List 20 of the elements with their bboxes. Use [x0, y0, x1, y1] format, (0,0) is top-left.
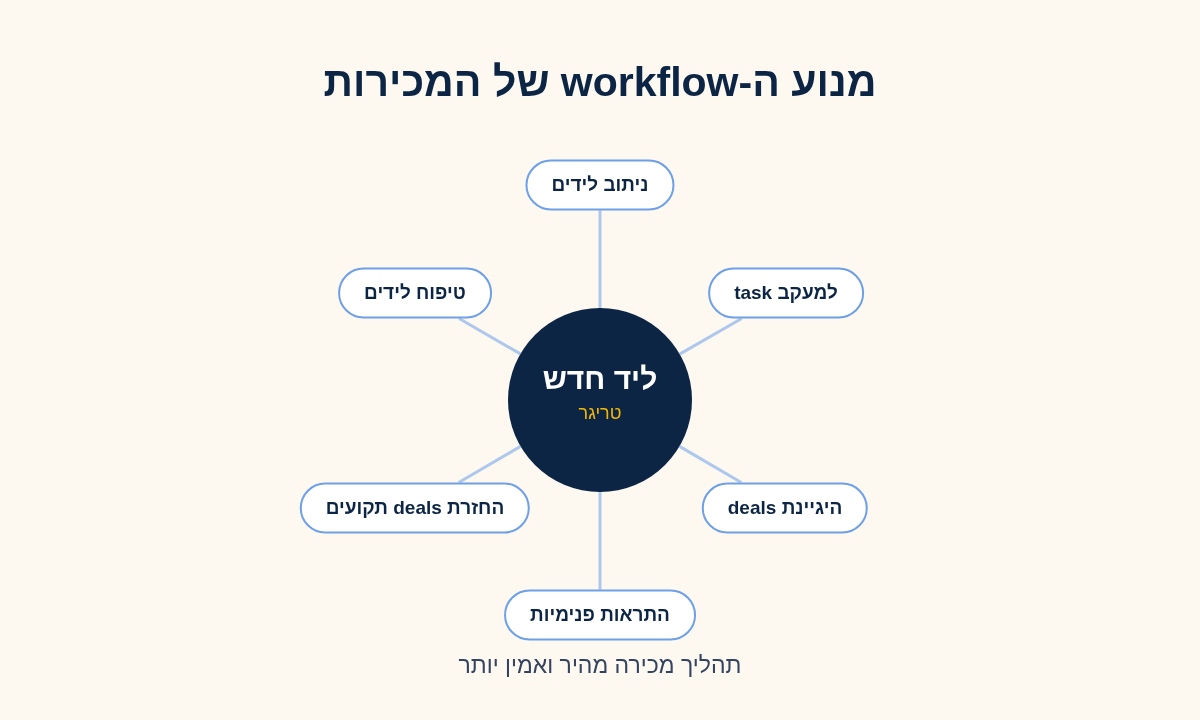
pill-label: למעקב task [734, 281, 838, 305]
connector-line [598, 492, 602, 590]
connector-line [678, 445, 743, 484]
connector-line [678, 317, 743, 356]
pill-label: טיפוח לידים [364, 281, 466, 305]
pill-label: ניתוב לידים [551, 173, 649, 197]
node-title: ליד חדש [542, 361, 658, 398]
action-pill [708, 267, 864, 319]
node-subtitle: טריגר [578, 403, 622, 425]
connector-line [598, 210, 602, 308]
diagram-title: מנוע ה-workflow של המכירות [323, 58, 877, 107]
diagram-caption: תהליך מכירה מהיר ואמין יותר [458, 652, 742, 680]
connector-line [458, 317, 522, 356]
connector-line [457, 445, 522, 484]
action-pill [504, 589, 696, 641]
action-pill [525, 159, 675, 211]
action-pill [338, 267, 492, 319]
pill-label: החזרת deals תקועים [325, 496, 505, 520]
pill-label: התראות פנימיות [530, 603, 670, 627]
pill-label: היגיינת deals [727, 496, 843, 520]
